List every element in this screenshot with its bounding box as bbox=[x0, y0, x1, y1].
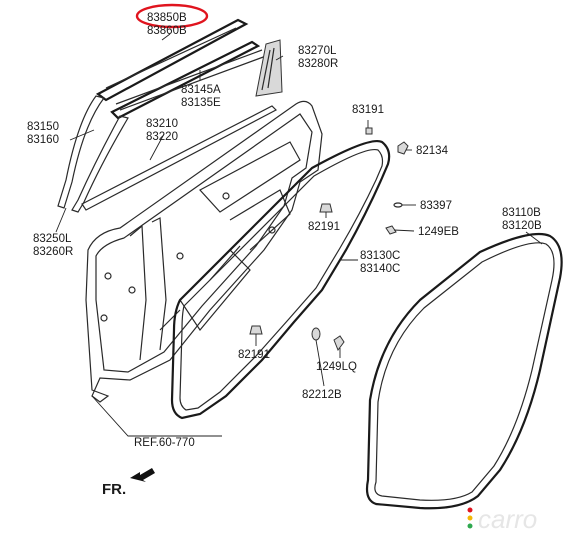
clip-83397 bbox=[393, 202, 403, 208]
label-83260R: 83260R bbox=[33, 246, 73, 258]
clip-82191-low bbox=[249, 325, 263, 335]
label-83150: 83150 bbox=[27, 121, 59, 133]
watermark-logo: carro bbox=[467, 504, 537, 534]
label-ref: REF.60-770 bbox=[134, 437, 195, 449]
label-83210: 83210 bbox=[146, 118, 178, 130]
door-weatherstrip-inner bbox=[170, 140, 391, 420]
label-83120B: 83120B bbox=[502, 220, 542, 232]
clip-83191 bbox=[365, 127, 373, 135]
label-1249LQ: 1249LQ bbox=[316, 361, 357, 373]
label-83135E: 83135E bbox=[181, 97, 221, 109]
screw-1249EB bbox=[385, 225, 397, 235]
belt-moulding-inner bbox=[110, 40, 261, 120]
watermark-text: carro bbox=[478, 504, 537, 534]
glass-run-upper bbox=[115, 49, 267, 111]
label-83191: 83191 bbox=[352, 104, 384, 116]
door-sash-channel bbox=[57, 95, 129, 213]
cap-82134 bbox=[397, 141, 409, 155]
label-82134: 82134 bbox=[416, 145, 449, 157]
front-arrow-icon bbox=[130, 468, 155, 482]
delta-cover bbox=[255, 39, 283, 97]
label-83280R: 83280R bbox=[298, 58, 338, 70]
label-83145A: 83145A bbox=[181, 84, 221, 96]
watermark-dot-yellow bbox=[467, 515, 473, 521]
label-83160: 83160 bbox=[27, 134, 59, 146]
label-1249EB: 1249EB bbox=[418, 226, 459, 238]
body-weatherstrip bbox=[365, 232, 563, 510]
label-82191-mid: 82191 bbox=[308, 221, 340, 233]
label-front: FR. bbox=[102, 481, 126, 498]
screw-1249LQ bbox=[333, 335, 345, 352]
label-83270L: 83270L bbox=[298, 45, 337, 57]
label-82191-low: 82191 bbox=[238, 349, 270, 361]
grommet-82212B bbox=[311, 327, 321, 341]
watermark-dot-red bbox=[467, 507, 473, 513]
label-83140C: 83140C bbox=[360, 263, 400, 275]
label-83397: 83397 bbox=[420, 200, 452, 212]
clip-82191-mid bbox=[319, 203, 333, 213]
label-83850B: 83850B bbox=[147, 12, 187, 24]
label-83220: 83220 bbox=[146, 131, 178, 143]
label-83250L: 83250L bbox=[33, 233, 72, 245]
highlight-ring bbox=[135, 3, 209, 29]
watermark-dot-green bbox=[467, 523, 473, 529]
label-83130C: 83130C bbox=[360, 250, 400, 262]
leader-lines bbox=[55, 33, 543, 437]
label-83860B: 83860B bbox=[147, 25, 187, 37]
door-panel bbox=[85, 100, 323, 403]
label-82212B: 82212B bbox=[302, 389, 342, 401]
label-83110B: 83110B bbox=[502, 207, 541, 219]
door-glass-run bbox=[81, 105, 278, 211]
